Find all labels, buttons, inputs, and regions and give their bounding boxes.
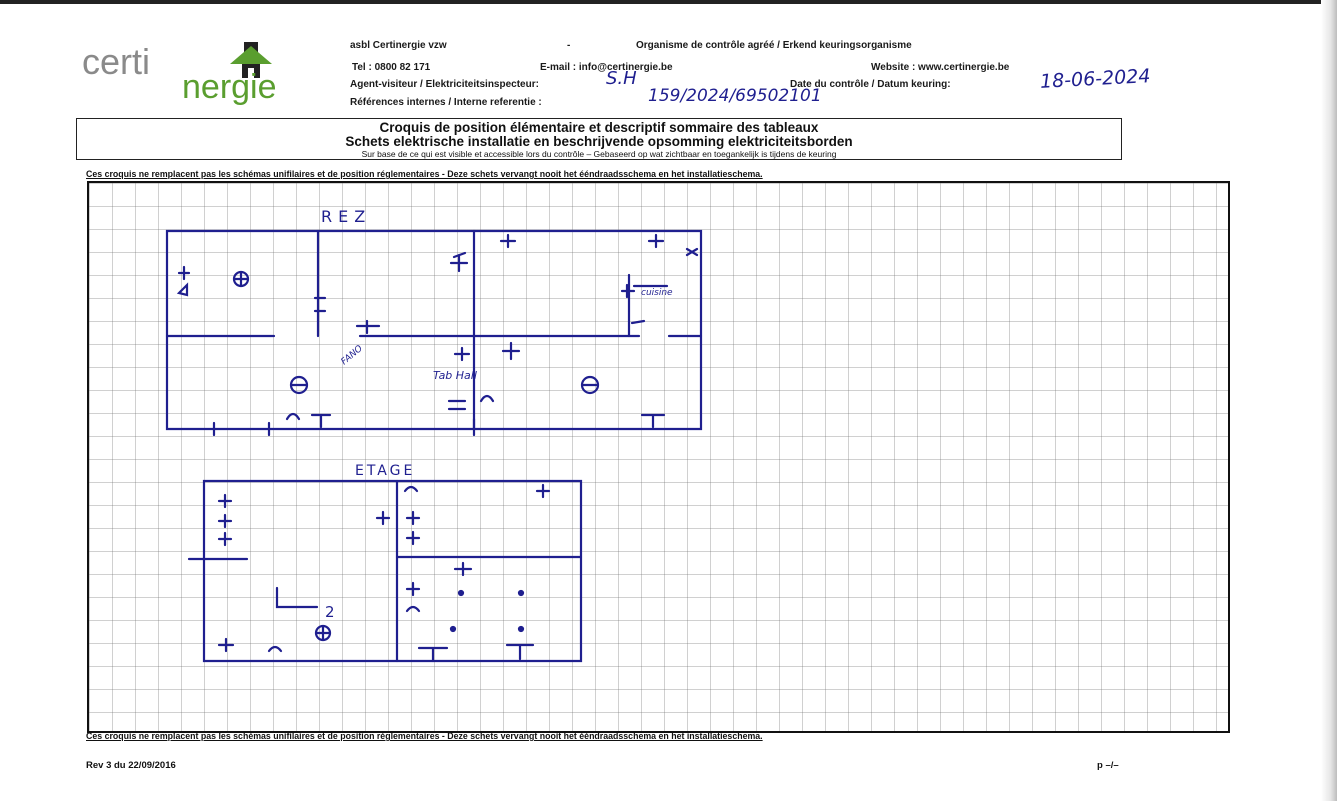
ground-floor-outline <box>165 229 703 431</box>
scan-right-shadow <box>1321 0 1337 801</box>
floor-plan-sketch: REZ Tab Hall cuisine FANO ETAGE <box>165 207 703 663</box>
agent-label: Agent-visiteur / Elektriciteitsinspecteu… <box>350 79 539 90</box>
agent-value: S.H <box>606 68 637 89</box>
ref-label: Références internes / Interne referentie… <box>350 97 542 108</box>
label-two: 2 <box>325 603 335 621</box>
email: E-mail : info@certinergie.be <box>540 62 673 73</box>
title-fr: Croquis de position élémentaire et descr… <box>379 120 819 135</box>
floor-upper-label: ETAGE <box>355 463 415 479</box>
label-cuisine: cuisine <box>641 288 673 298</box>
ref-value: 159/2024/69502101 <box>648 86 822 106</box>
revision: Rev 3 du 22/09/2016 <box>86 760 176 771</box>
notice-top: Ces croquis ne remplacent pas les schéma… <box>86 169 763 179</box>
title-sub: Sur base de ce qui est visible et access… <box>361 149 837 159</box>
certinergie-logo: certi nergie <box>82 41 277 106</box>
header-dash: - <box>567 40 571 51</box>
website: Website : www.certinergie.be <box>871 62 1010 73</box>
logo-text-nergie: nergie <box>182 68 277 106</box>
notice-bottom: Ces croquis ne remplacent pas les schéma… <box>86 731 763 741</box>
approved-body: Organisme de contrôle agréé / Erkend keu… <box>636 40 912 51</box>
scan-top-edge <box>0 0 1337 4</box>
upper-floor-outline <box>202 479 583 663</box>
sketch-grid: REZ Tab Hall cuisine FANO ETAGE <box>87 181 1230 733</box>
label-tab-hall: Tab Hall <box>433 369 477 382</box>
logo-text-certi: certi <box>82 41 150 82</box>
tel: Tel : 0800 82 171 <box>352 62 431 73</box>
label-fan: FANO <box>340 344 365 367</box>
date-value: 18-06-2024 <box>1039 65 1151 93</box>
page-number: p –/– <box>1097 760 1119 771</box>
floor-ground-label: REZ <box>321 207 371 226</box>
title-box: Croquis de position élémentaire et descr… <box>76 118 1122 160</box>
title-nl: Schets elektrische installatie en beschr… <box>345 134 853 149</box>
org-name: asbl Certinergie vzw <box>350 40 447 51</box>
date-label: Date du contrôle / Datum keuring: <box>790 79 951 90</box>
